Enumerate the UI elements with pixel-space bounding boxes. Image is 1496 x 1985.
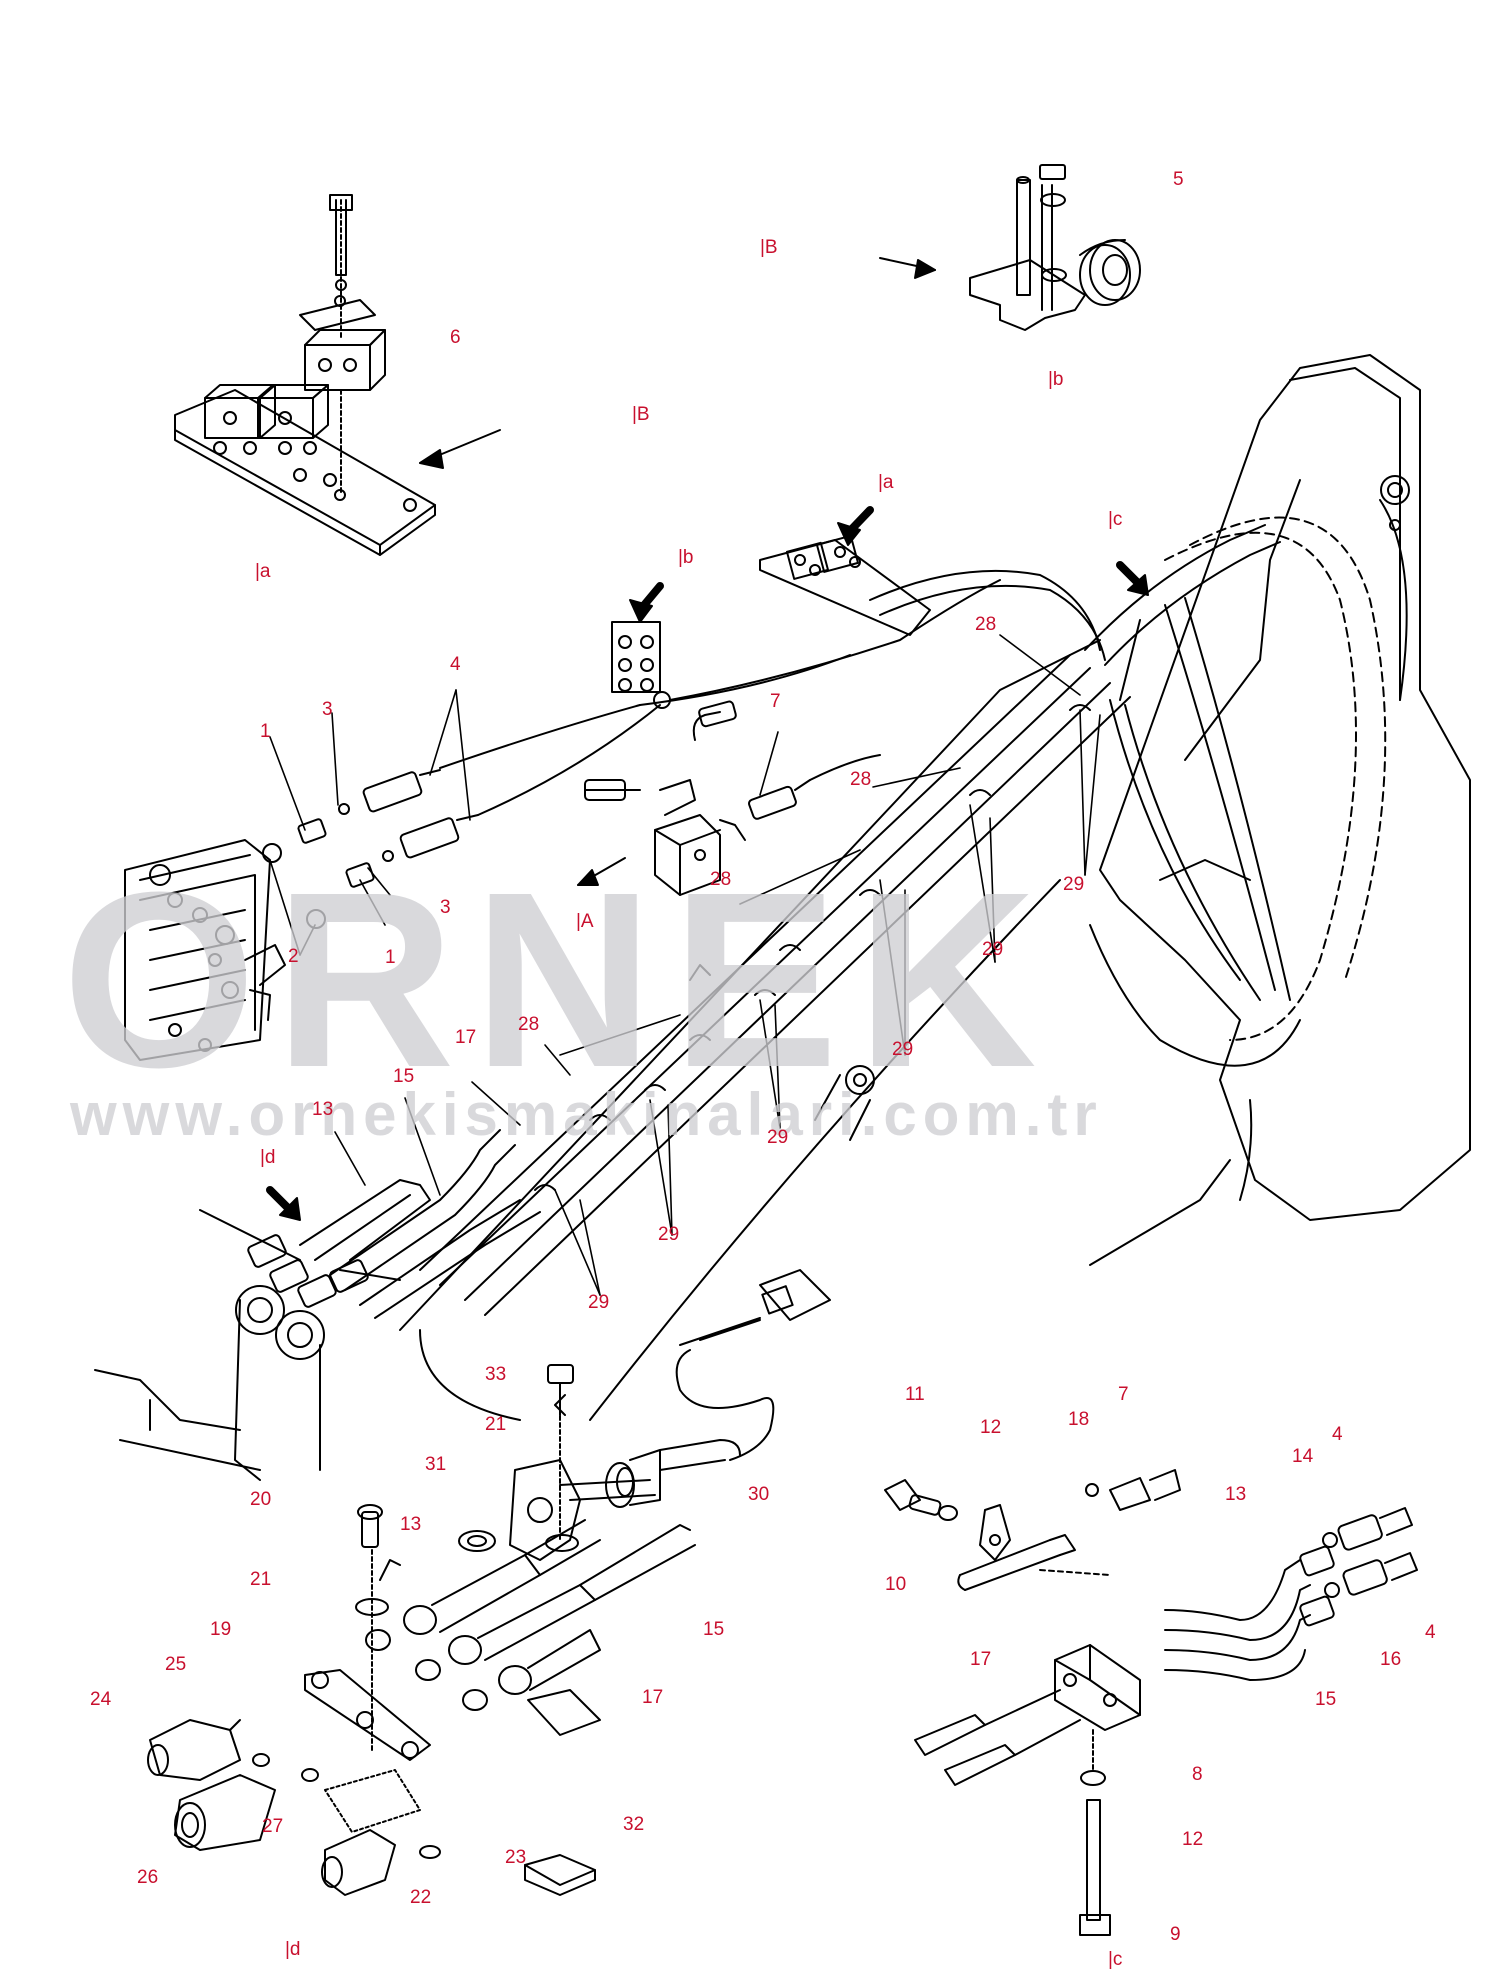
view-ref-label: |b	[678, 547, 694, 568]
callout-number: 7	[770, 691, 781, 712]
callout-number: 28	[850, 769, 872, 790]
hydraulic-lines	[419, 524, 1301, 1316]
callout-number: 29	[892, 1039, 914, 1060]
callout-number: 13	[400, 1514, 422, 1535]
callout-number: 14	[1292, 1446, 1314, 1467]
line-clips	[534, 704, 1091, 1191]
callout-number: 28	[975, 614, 997, 635]
view-ref-label: |a	[878, 472, 894, 493]
callout-number: 31	[425, 1454, 447, 1475]
view-ref-label: |b	[1048, 369, 1064, 390]
callout-number: 9	[1170, 1924, 1181, 1945]
callout-number: 16	[1380, 1649, 1402, 1670]
watermark-url: www.ornekismakinalari.com.tr	[70, 1081, 1103, 1148]
pivot-fittings	[247, 1129, 541, 1319]
watermark-brand: ORNEK	[62, 840, 1055, 1119]
callout-number: 25	[165, 1654, 187, 1675]
detail-a-clamp-plate	[174, 194, 436, 556]
callout-number: 29	[767, 1127, 789, 1148]
pivot-mount	[94, 1209, 401, 1481]
view-ref-label: |c	[1108, 509, 1123, 530]
callout-number: 10	[885, 1574, 907, 1595]
fitting-block-d	[147, 1364, 696, 1896]
pointer-arrows	[266, 257, 1149, 1221]
callout-number: 21	[485, 1414, 507, 1435]
relief-valve	[584, 700, 881, 896]
callout-number: 4	[450, 654, 461, 675]
callout-number: 4	[1332, 1424, 1343, 1445]
callout-number: 13	[1225, 1484, 1247, 1505]
boom-lower	[399, 639, 1101, 1421]
leader-lines	[269, 634, 1101, 1296]
callout-number: 1	[260, 721, 271, 742]
callout-number: 21	[250, 1569, 272, 1590]
callout-number: 8	[1192, 1764, 1203, 1785]
callout-number: 12	[1182, 1829, 1204, 1850]
view-ref-label: |c	[1108, 1949, 1123, 1970]
connector-assembly	[458, 1269, 831, 1561]
callout-number: 30	[748, 1484, 770, 1505]
callout-number: 28	[518, 1014, 540, 1035]
view-ref-label: |d	[260, 1147, 276, 1168]
view-ref-label: |B	[632, 404, 650, 425]
callout-number: 5	[1173, 169, 1184, 190]
clamp-a-upper	[759, 534, 1106, 661]
callout-number: 2	[288, 946, 299, 967]
callout-number: 28	[710, 869, 732, 890]
callout-number: 18	[1068, 1409, 1090, 1430]
valve-fittings	[262, 704, 661, 929]
callout-number: 27	[262, 1816, 284, 1837]
callout-number: 29	[982, 939, 1004, 960]
callout-number: 15	[393, 1066, 415, 1087]
control-valve-block	[124, 839, 286, 1061]
callout-number: 19	[210, 1619, 232, 1640]
callout-number: 29	[658, 1224, 680, 1245]
callout-number: 29	[1063, 874, 1085, 895]
hose-loop-dashed	[1164, 516, 1387, 1041]
callout-number: 24	[90, 1689, 112, 1710]
view-ref-label: |a	[255, 561, 271, 582]
callout-number: 15	[1315, 1689, 1337, 1710]
detail-c-fittings	[884, 1469, 1418, 1936]
detail-d-bracket	[524, 1854, 596, 1896]
callout-number: 15	[703, 1619, 725, 1640]
callout-number: 3	[322, 699, 333, 720]
callout-number: 22	[410, 1887, 432, 1908]
callout-number: 23	[505, 1847, 527, 1868]
clamp-b-mid	[611, 579, 1001, 709]
callout-number: 3	[440, 897, 451, 918]
detail-b-bracket	[969, 164, 1141, 331]
callout-number: 4	[1425, 1622, 1436, 1643]
callout-number: 26	[137, 1867, 159, 1888]
callout-number: 17	[642, 1687, 664, 1708]
callout-number: 11	[905, 1384, 925, 1405]
callout-number: 13	[312, 1099, 334, 1120]
callout-number: 7	[1118, 1384, 1129, 1405]
callout-number: 6	[450, 327, 461, 348]
view-ref-label: |A	[576, 911, 594, 932]
callout-number: 17	[455, 1027, 477, 1048]
callout-number: 12	[980, 1417, 1002, 1438]
callout-number: 1	[385, 947, 396, 968]
callout-number: 17	[970, 1649, 992, 1670]
view-ref-label: |d	[285, 1939, 301, 1960]
view-ref-label: |B	[760, 237, 778, 258]
callout-number: 32	[623, 1814, 645, 1835]
callout-number: 20	[250, 1489, 272, 1510]
callout-number: 33	[485, 1364, 507, 1385]
callout-number: 29	[588, 1292, 610, 1313]
boom-arm	[1089, 354, 1471, 1266]
